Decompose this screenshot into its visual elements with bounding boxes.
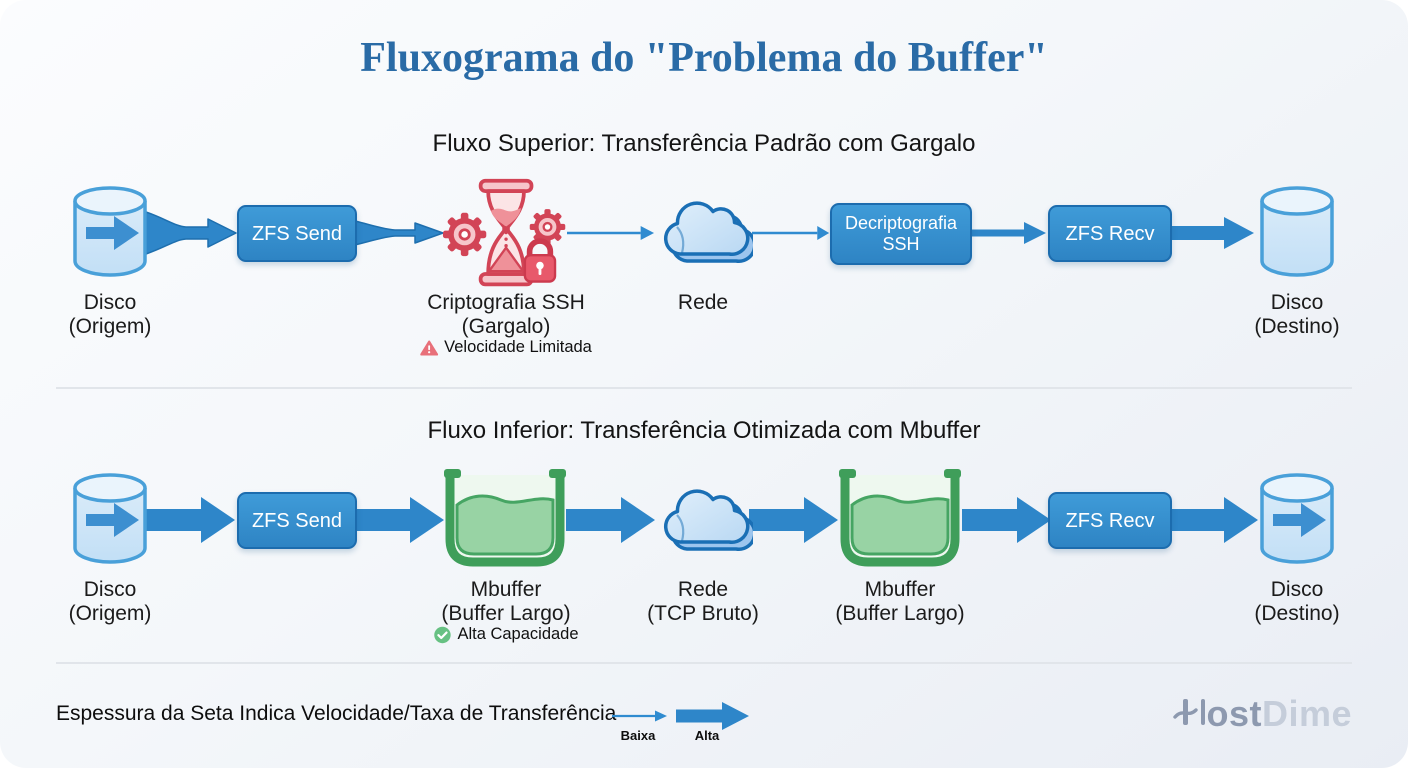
page-title: Fluxograma do "Problema do Buffer" [360, 35, 1048, 81]
legend-high-label: Alta [694, 728, 720, 743]
thin-arrow-icon [752, 224, 830, 242]
warning-triangle-icon [420, 340, 438, 356]
upper-flow-heading: Fluxo Superior: Transferência Padrão com… [432, 130, 976, 157]
cloud-icon [653, 192, 753, 274]
node-label: Mbuffer(Buffer Largo) [441, 578, 571, 625]
disk-arrow-icon [71, 184, 149, 282]
thick-arrow-icon [566, 496, 656, 544]
process-box-zfs-send: ZFS Send [237, 205, 357, 262]
lower-flow-heading: Fluxo Inferior: Transferência Otimizada … [427, 417, 981, 444]
node-label: Criptografia SSH(Gargalo) [427, 291, 585, 338]
buffer-container-icon [439, 467, 571, 571]
node-label: Rede(TCP Bruto) [647, 578, 759, 625]
tapering-arrow-icon [355, 213, 447, 253]
capacity-badge: Alta Capacidade [433, 625, 579, 644]
logo-wave-icon [1173, 708, 1199, 719]
node-label: Disco(Destino) [1254, 578, 1340, 625]
logo-h-bar [1200, 699, 1206, 725]
medium-arrow-icon [972, 219, 1048, 247]
bottleneck-hourglass-icon [442, 176, 572, 291]
node-label: Disco(Destino) [1254, 291, 1340, 338]
process-box-zfs-send: ZFS Send [237, 492, 357, 549]
node-label: Rede [677, 291, 729, 314]
process-box-zfs-recv: ZFS Recv [1048, 205, 1172, 262]
disk-arrow-icon [1258, 471, 1336, 569]
warning-badge: Velocidade Limitada [420, 338, 592, 357]
node-label: Mbuffer(Buffer Largo) [835, 578, 965, 625]
thick-arrow-icon [1169, 496, 1259, 544]
section-divider [56, 387, 1352, 389]
disk-icon [1258, 184, 1336, 282]
legend-low-label: Baixa [620, 728, 656, 743]
thick-arrow-icon [146, 496, 236, 544]
check-circle-icon [433, 626, 451, 644]
thin-arrow-icon [567, 224, 655, 242]
hostdime-logo: ost Dime [1173, 693, 1352, 734]
process-box-ssh-decrypt: Decriptografia SSH [830, 203, 972, 265]
logo-part1: ost [1206, 693, 1262, 734]
node-label: Disco(Origem) [68, 291, 152, 338]
buffer-container-icon [834, 467, 966, 571]
disk-arrow-icon [71, 471, 149, 569]
section-divider [56, 662, 1352, 664]
legend-thick-arrow-icon [676, 701, 750, 731]
logo-h-glyph [1173, 699, 1206, 725]
logo-part2: Dime [1261, 693, 1352, 734]
thick-arrow-icon [1170, 215, 1256, 251]
legend-text: Espessura da Seta Indica Velocidade/Taxa… [56, 702, 617, 725]
thick-arrow-icon [749, 496, 839, 544]
legend-thin-arrow-icon [612, 709, 668, 723]
thick-arrow-icon [355, 496, 445, 544]
cloud-icon [653, 480, 753, 562]
process-box-zfs-recv: ZFS Recv [1048, 492, 1172, 549]
node-label: Disco(Origem) [68, 578, 152, 625]
tapering-arrow-icon [146, 209, 238, 257]
thick-arrow-icon [962, 496, 1052, 544]
